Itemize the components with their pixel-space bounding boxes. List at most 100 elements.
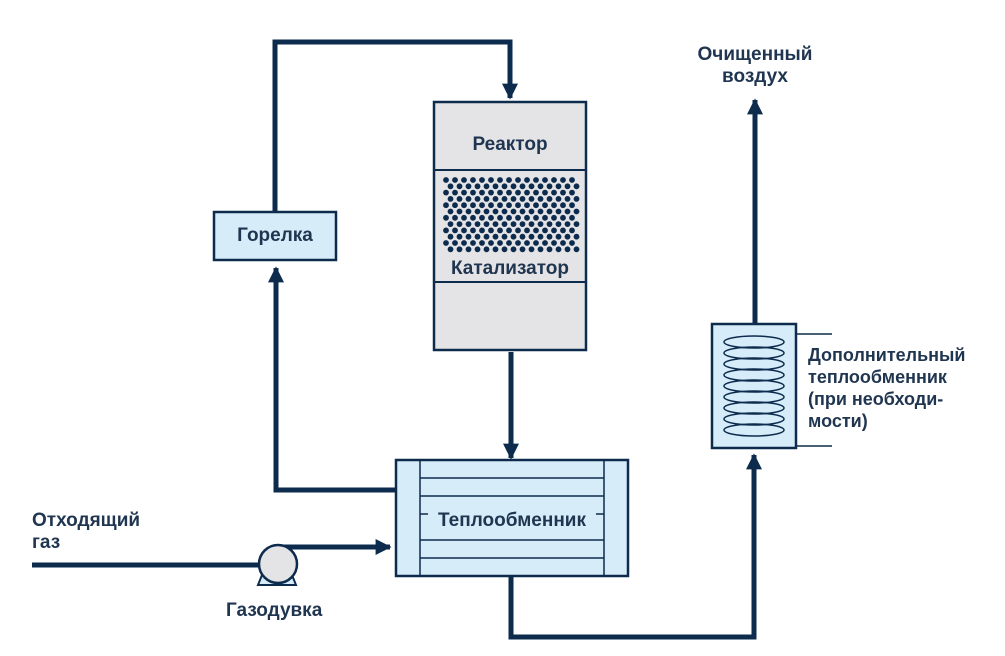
catalyst-dot <box>560 202 566 209</box>
catalyst-dot <box>533 214 539 221</box>
catalyst-dot <box>537 246 544 253</box>
catalyst-dot <box>456 246 463 253</box>
catalyst-dot <box>479 240 485 246</box>
catalyst-dot <box>564 208 571 215</box>
catalyst-dot <box>569 177 575 183</box>
catalyst-dot <box>483 221 490 228</box>
coil-loop <box>723 357 785 371</box>
catalyst-dot <box>519 221 526 228</box>
catalyst-dot <box>456 208 463 215</box>
catalyst-dot <box>551 189 557 196</box>
catalyst-dot <box>501 221 508 228</box>
catalyst-dot <box>470 202 476 209</box>
catalyst-dot <box>524 240 530 246</box>
catalyst-dot <box>447 196 454 202</box>
catalyst-dot <box>551 240 557 246</box>
catalyst-dot <box>510 183 517 190</box>
catalyst-dot <box>510 208 517 215</box>
catalyst-dot <box>456 196 463 202</box>
catalyst-dot <box>510 221 517 228</box>
catalyst-dot <box>456 183 463 190</box>
catalyst-dot <box>501 183 508 190</box>
catalyst-dot <box>506 202 512 209</box>
catalyst-dot <box>452 240 458 246</box>
catalyst-dot <box>510 196 517 202</box>
catalyst-dot <box>506 214 512 221</box>
catalyst-dot <box>515 177 521 183</box>
catalyst-dot <box>564 233 571 240</box>
catalyst-dot <box>483 183 490 190</box>
catalyst-dot <box>515 240 521 246</box>
extra-exchanger-label: Дополнительный теплообменник (при необхо… <box>808 345 966 431</box>
catalyst-dot <box>528 233 535 240</box>
catalyst-dot <box>564 196 571 202</box>
catalyst-dot <box>519 208 526 215</box>
catalyst-dot <box>443 177 449 183</box>
catalyst-dot <box>524 227 530 234</box>
catalyst-dot <box>474 246 481 253</box>
catalyst-dot <box>533 189 539 196</box>
catalyst-dot <box>497 189 503 196</box>
catalyst-dot <box>488 202 494 209</box>
catalyst-dot <box>470 189 476 196</box>
catalyst-dot <box>443 240 449 246</box>
catalyst-dot <box>542 240 548 246</box>
catalyst-dot <box>470 177 476 183</box>
catalyst-dot <box>519 233 526 240</box>
catalyst-dot <box>555 183 562 190</box>
catalyst-dot <box>506 227 512 234</box>
catalyst-dot <box>465 246 472 253</box>
catalyst-dot <box>528 208 535 215</box>
catalyst-dot <box>474 183 481 190</box>
catalyst-dot <box>573 196 580 202</box>
catalyst-dot <box>492 183 499 190</box>
blower <box>256 543 299 586</box>
coil-loop <box>723 368 785 382</box>
catalyst-dot <box>542 202 548 209</box>
catalyst-dot <box>569 214 575 221</box>
catalyst-dot <box>488 227 494 234</box>
catalyst-dot <box>443 202 449 209</box>
catalyst-dot <box>542 177 548 183</box>
catalyst-dot <box>569 240 575 246</box>
catalyst-dot <box>560 214 566 221</box>
catalyst-dot <box>474 196 481 202</box>
catalyst-dot <box>497 227 503 234</box>
catalyst-dot <box>510 246 517 253</box>
catalyst-dot <box>528 196 535 202</box>
catalyst-dot <box>465 183 472 190</box>
catalyst-dot <box>452 227 458 234</box>
burner-to-reactor-line <box>272 39 519 212</box>
catalyst-dot <box>461 240 467 246</box>
heat-exchanger-label: Теплообменник <box>438 510 586 531</box>
catalyst-dot <box>465 208 472 215</box>
catalyst-dot <box>479 189 485 196</box>
catalyst-dot <box>447 208 454 215</box>
catalyst-dot <box>551 214 557 221</box>
catalyst-dot <box>519 183 526 190</box>
catalyst-dot <box>510 233 517 240</box>
catalyst-dot <box>560 189 566 196</box>
catalyst-dot <box>560 240 566 246</box>
catalyst-dot <box>488 214 494 221</box>
catalyst-dot <box>569 202 575 209</box>
catalyst-dot <box>546 196 553 202</box>
catalyst-bed <box>443 177 580 253</box>
catalyst-dot <box>555 208 562 215</box>
catalyst-dot <box>573 246 580 253</box>
catalyst-dot <box>546 208 553 215</box>
catalyst-dot <box>537 183 544 190</box>
catalyst-dot <box>546 221 553 228</box>
catalyst-dot <box>519 196 526 202</box>
catalyst-dot <box>506 189 512 196</box>
coil-loop <box>723 423 785 437</box>
catalyst-dot <box>564 221 571 228</box>
reactor-label: Реактор <box>472 134 548 155</box>
catalyst-dot <box>492 196 499 202</box>
catalyst-dot <box>537 208 544 215</box>
catalyst-dot <box>474 233 481 240</box>
catalyst-dot <box>564 183 571 190</box>
exchanger-to-burner-line <box>267 266 396 493</box>
catalyst-dot <box>573 183 580 190</box>
coil-loop <box>723 346 785 360</box>
